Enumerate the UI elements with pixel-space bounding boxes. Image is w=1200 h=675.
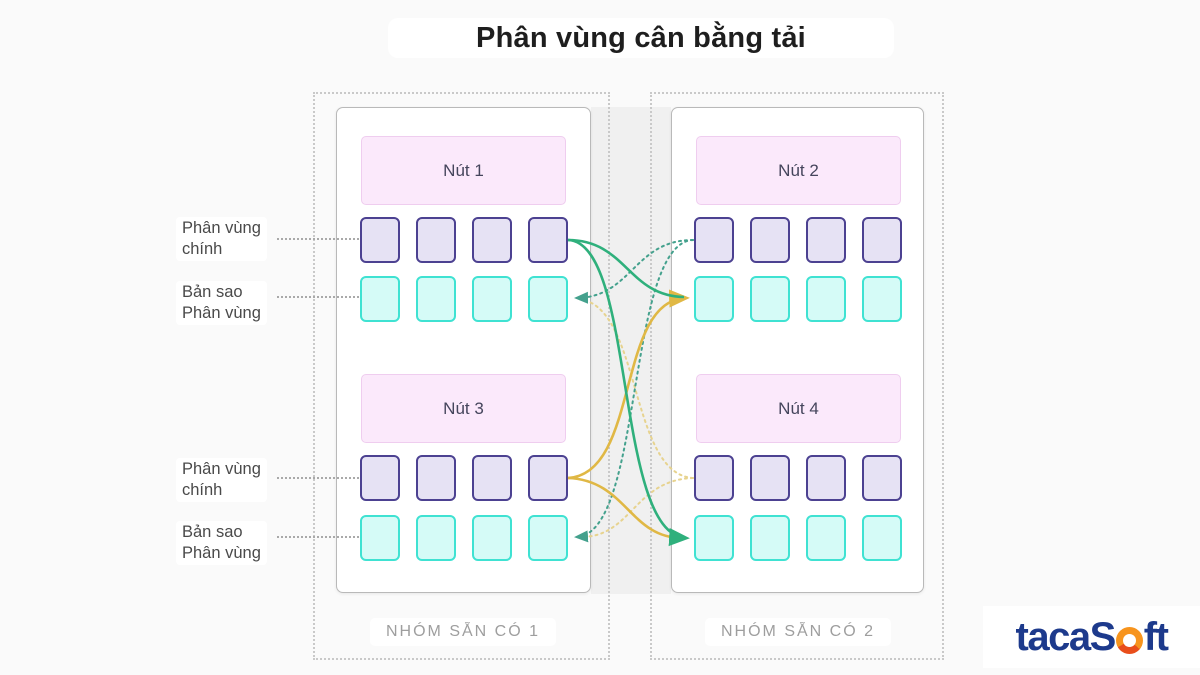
- replica-partition-square: [750, 515, 790, 561]
- primary-partition-square: [862, 455, 902, 501]
- primary-partition-square: [694, 455, 734, 501]
- node-card-group-1: Nút 1 Nút 3: [336, 107, 591, 593]
- node-3-replica-row: [360, 515, 568, 561]
- replica-partition-square: [750, 276, 790, 322]
- leader-line: [277, 238, 359, 240]
- primary-partition-square: [694, 217, 734, 263]
- node-2-replica-row: [694, 276, 902, 322]
- logo-prefix: tacaS: [1015, 615, 1117, 659]
- replica-partition-square: [862, 515, 902, 561]
- title-band: Phân vùng cân bằng tải: [388, 18, 894, 58]
- replica-partition-square: [528, 515, 568, 561]
- page-title: Phân vùng cân bằng tải: [476, 21, 806, 54]
- label-line: Phân vùng: [182, 304, 261, 322]
- replica-partition-square: [806, 515, 846, 561]
- primary-partition-square: [528, 217, 568, 263]
- primary-partition-square: [750, 217, 790, 263]
- node-2-label: Nút 2: [778, 160, 819, 180]
- node-4-label: Nút 4: [778, 398, 819, 418]
- replica-partition-square: [694, 276, 734, 322]
- node-4-primary-row: [694, 455, 902, 501]
- logo-box: tacaS ft: [983, 606, 1200, 668]
- replica-partition-square: [472, 276, 512, 322]
- group-2-name: NHÓM SẴN CÓ 2: [704, 618, 892, 646]
- primary-partition-square: [360, 217, 400, 263]
- replica-partition-square: [416, 515, 456, 561]
- label-line: Bản sao: [182, 283, 243, 301]
- replica-partition-square: [416, 276, 456, 322]
- node-3-label: Nút 3: [443, 398, 484, 418]
- logo-suffix: ft: [1143, 615, 1169, 659]
- primary-partition-square: [472, 217, 512, 263]
- primary-partition-square: [416, 217, 456, 263]
- label-primary-partition-bottom: Phân vùng chính: [176, 458, 267, 502]
- leader-line: [277, 296, 359, 298]
- primary-partition-square: [862, 217, 902, 263]
- primary-partition-square: [750, 455, 790, 501]
- primary-partition-square: [806, 455, 846, 501]
- node-3-primary-row: [360, 455, 568, 501]
- node-2-primary-row: [694, 217, 902, 263]
- label-line: chính: [182, 240, 223, 258]
- replica-partition-square: [528, 276, 568, 322]
- replica-partition-square: [360, 515, 400, 561]
- label-line: Phân vùng: [182, 219, 261, 237]
- node-1-primary-row: [360, 217, 568, 263]
- node-2-label-box: Nút 2: [696, 136, 901, 205]
- tacasoft-logo: tacaS ft: [1015, 615, 1169, 659]
- leader-line: [277, 477, 359, 479]
- logo-donut-icon: [1115, 626, 1143, 654]
- label-line: Phân vùng: [182, 544, 261, 562]
- label-replica-partition-bottom: Bản sao Phân vùng: [176, 521, 267, 565]
- primary-partition-square: [472, 455, 512, 501]
- label-replica-partition-top: Bản sao Phân vùng: [176, 281, 267, 325]
- label-primary-partition-top: Phân vùng chính: [176, 217, 267, 261]
- leader-line: [277, 536, 359, 538]
- node-3-label-box: Nút 3: [361, 374, 566, 443]
- node-4-replica-row: [694, 515, 902, 561]
- replica-partition-square: [862, 276, 902, 322]
- replica-partition-square: [472, 515, 512, 561]
- primary-partition-square: [360, 455, 400, 501]
- node-1-label-box: Nút 1: [361, 136, 566, 205]
- node-4-label-box: Nút 4: [696, 374, 901, 443]
- node-1-replica-row: [360, 276, 568, 322]
- group-1-name: NHÓM SẴN CÓ 1: [369, 618, 557, 646]
- label-line: Bản sao: [182, 523, 243, 541]
- label-line: Phân vùng: [182, 460, 261, 478]
- replica-partition-square: [360, 276, 400, 322]
- replica-partition-square: [694, 515, 734, 561]
- primary-partition-square: [528, 455, 568, 501]
- node-1-label: Nút 1: [443, 160, 484, 180]
- replica-partition-square: [806, 276, 846, 322]
- node-card-group-2: Nút 2 Nút 4: [671, 107, 924, 593]
- primary-partition-square: [416, 455, 456, 501]
- primary-partition-square: [806, 217, 846, 263]
- label-line: chính: [182, 481, 223, 499]
